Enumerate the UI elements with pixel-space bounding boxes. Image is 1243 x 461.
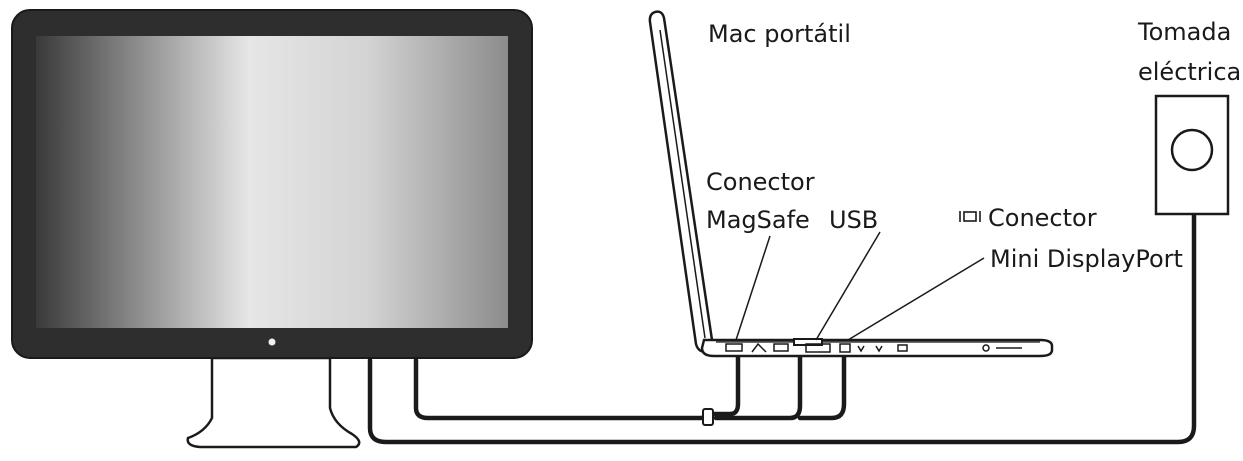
label-conector-magsafe: Conector (706, 168, 815, 196)
thunderbolt-display (11, 9, 533, 359)
label-mac-portatil: Mac portátil (708, 20, 851, 48)
magsafe-port (725, 343, 743, 352)
magsafe-cable (413, 357, 715, 421)
minidisplayport-port (839, 343, 851, 353)
magsafe-branch (709, 349, 741, 417)
display-screen (36, 36, 508, 328)
usb-port (805, 343, 831, 353)
ethernet-port-icon (751, 342, 767, 353)
display-stand (186, 356, 361, 449)
magsafe-leader (735, 235, 771, 341)
electrical-outlet (1154, 94, 1230, 216)
usb-leader (815, 231, 881, 341)
minidisplayport-leader (847, 257, 985, 341)
label-usb: USB (829, 206, 879, 234)
power-cable (367, 165, 1197, 445)
label-tomada: Tomada (1138, 18, 1232, 46)
label-conector-minidisplayport: Conector (988, 204, 1097, 232)
label-minidisplayport: Mini DisplayPort (990, 245, 1183, 273)
cables (367, 165, 1197, 445)
usb-connector (793, 338, 823, 346)
label-magsafe: MagSafe (706, 206, 810, 234)
minidisplayport-icon (959, 211, 981, 222)
laptop-lid (648, 10, 714, 354)
apple-logo-icon (268, 338, 276, 346)
label-electrica: eléctrica (1138, 58, 1242, 86)
minidisplayport-cable (797, 349, 847, 421)
usb-cable (713, 349, 803, 421)
macbook-laptop (648, 10, 1054, 358)
laptop-ports (725, 338, 1022, 353)
callout-lines (735, 231, 985, 341)
